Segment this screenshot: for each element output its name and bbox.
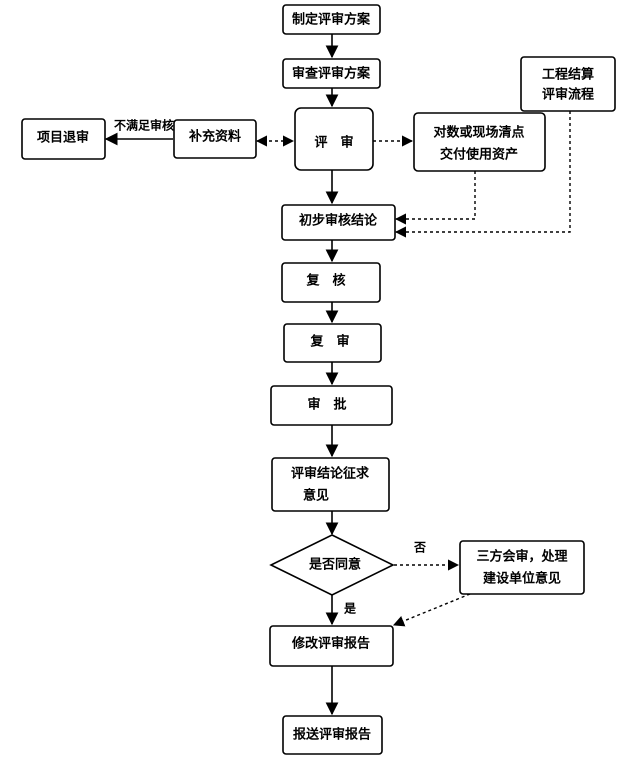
node-evaluate: 评 审 <box>294 107 374 171</box>
node-verify-assets: 对数或现场清点 交付使用资产 <box>413 112 546 172</box>
node-reaudit: 复 审 <box>283 323 382 363</box>
node-label: 交付使用资产 <box>440 147 518 163</box>
node-label: 三方会审，处理 <box>476 549 567 565</box>
dashed-connectors <box>255 111 571 627</box>
solid-connectors <box>104 34 339 716</box>
node-tripartite: 三方会审，处理 建设单位意见 <box>459 540 585 595</box>
node-label: 制定评审方案 <box>292 12 371 28</box>
node-preliminary: 初步审核结论 <box>281 204 396 241</box>
edge-label-no: 否 <box>413 541 426 555</box>
node-engineering-flow: 工程结算 评审流程 <box>520 56 616 112</box>
node-label: 复 审 <box>309 334 349 350</box>
node-label: 评审结论征求 <box>291 466 370 482</box>
node-label: 复 核 <box>305 273 345 289</box>
node-label: 评 审 <box>314 135 353 151</box>
node-label: 工程结算 <box>542 67 594 83</box>
node-solicit: 评审结论征求 意见 <box>271 457 390 512</box>
node-label: 项目退审 <box>37 130 89 146</box>
node-agree: 是否同意 <box>269 534 395 596</box>
node-revise: 修改评审报告 <box>269 625 394 667</box>
node-label: 报送评审报告 <box>293 727 371 743</box>
node-label: 对数或现场清点 <box>433 125 524 141</box>
node-supplement: 补充资料 <box>173 119 257 159</box>
node-label: 审查评审方案 <box>292 66 371 82</box>
node-label: 审 批 <box>307 397 346 413</box>
node-label: 建设单位意见 <box>483 571 561 587</box>
node-label: 意见 <box>303 488 329 504</box>
edge-label-yes: 是 <box>343 602 357 616</box>
node-label: 是否同意 <box>308 557 361 573</box>
node-label: 修改评审报告 <box>291 636 370 652</box>
node-recheck: 复 核 <box>281 262 381 303</box>
node-approve: 审 批 <box>270 385 393 426</box>
node-reject: 项目退审 <box>21 118 106 160</box>
edge-label-not-satisfied: 不满足审核 <box>114 118 174 133</box>
node-formulate-plan: 制定评审方案 <box>282 4 381 35</box>
node-label: 补充资料 <box>188 129 241 145</box>
node-submit: 报送评审报告 <box>282 715 383 755</box>
node-review-plan: 审查评审方案 <box>282 58 381 89</box>
node-label: 初步审核结论 <box>299 213 378 229</box>
node-label: 评审流程 <box>542 87 594 103</box>
